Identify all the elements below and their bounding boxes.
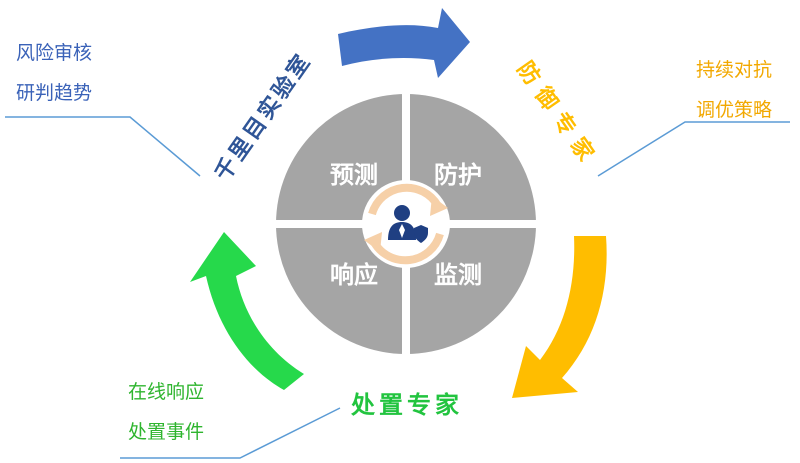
note-blue-line1: 风险审核 [16,42,93,64]
label-monitor: 监测 [434,261,482,289]
green-arrow [190,232,304,390]
note-orange-line1: 持续对抗 [696,59,773,81]
note-orange-leader [597,121,790,177]
security-analyst-icon [388,205,428,243]
label-protect: 防护 [434,161,482,189]
note-blue-leader [5,116,201,177]
label-respond: 响应 [330,261,378,289]
note-green-line1: 在线响应 [128,381,205,403]
expert-response-label: 处置专家 [350,391,463,419]
cycle-arrow-bottom [370,232,444,265]
center-hub [362,180,450,268]
orange-arrow [512,236,607,398]
blue-arrow [338,8,470,78]
note-green-line2: 处置事件 [128,421,205,443]
expert-defense-label: 防御专家 [512,57,604,174]
note-orange-line2: 调优策略 [696,99,773,121]
label-predict: 预测 [330,161,378,189]
note-green-leader [120,407,341,459]
cycle-arrow-top [368,183,442,216]
note-blue-line2: 研判趋势 [16,82,93,104]
